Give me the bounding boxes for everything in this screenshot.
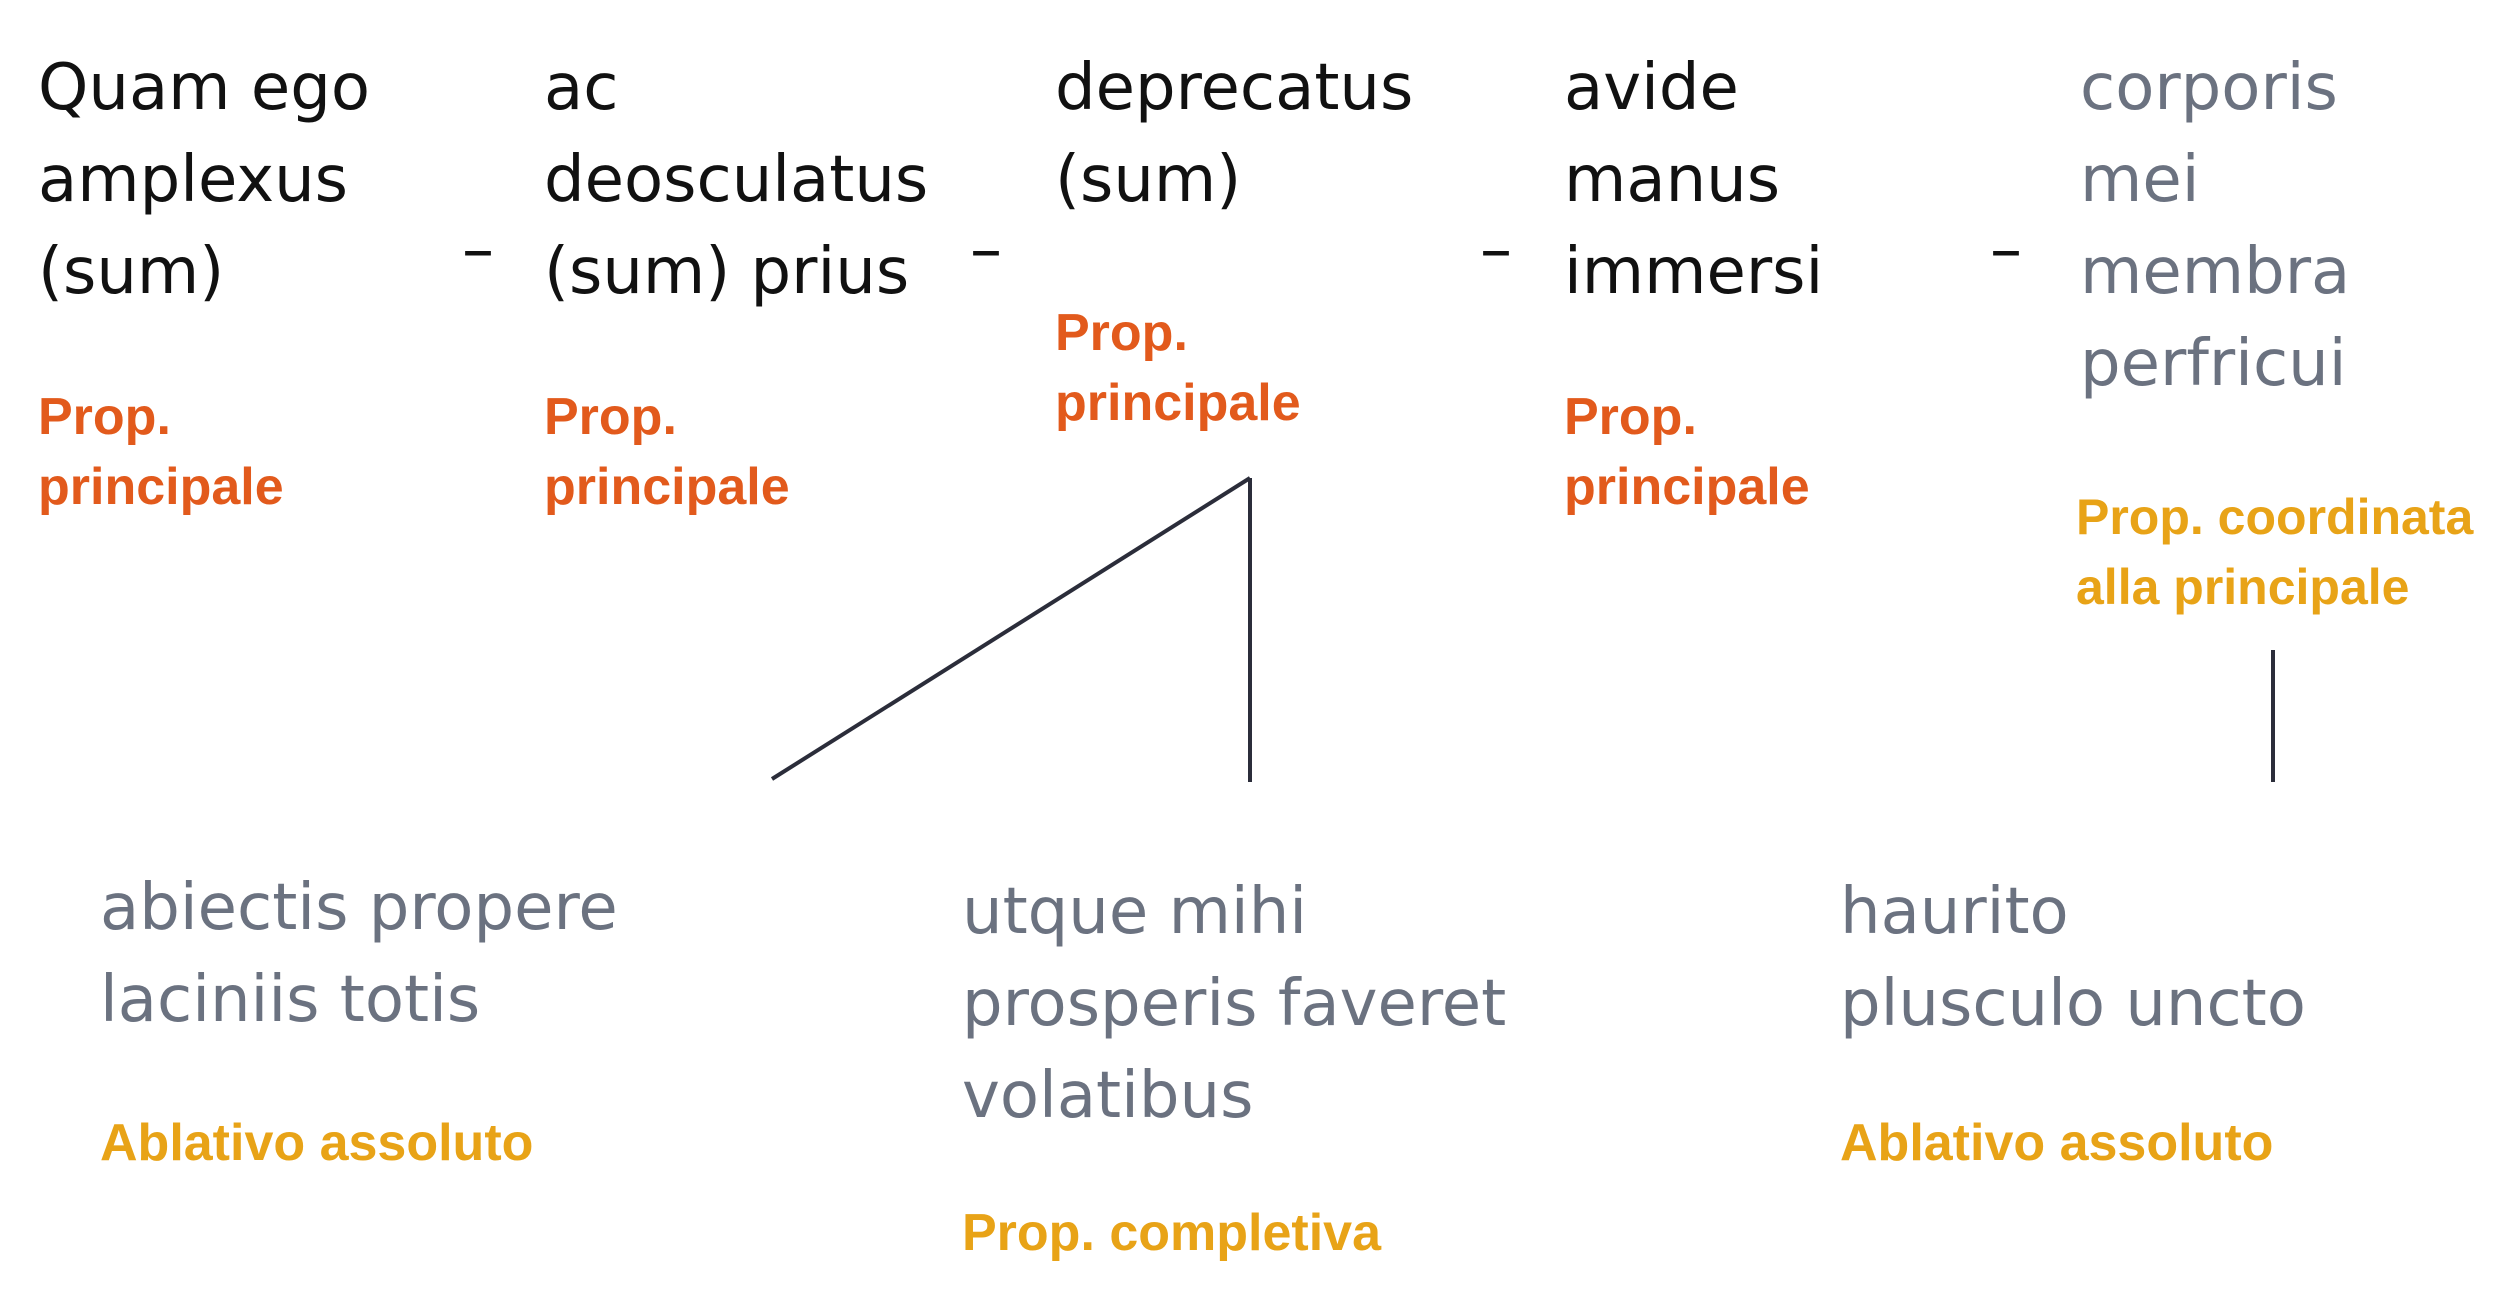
clause-quam-ego: Quam ego amplexus (sum) xyxy=(38,51,370,309)
clause-deprecatus: deprecatus (sum) xyxy=(1055,51,1414,217)
separator-dash-3: – xyxy=(1480,213,1512,287)
label-principale-4: Prop. principale xyxy=(1564,388,1810,516)
clause-utque-mihi: utque mihi prosperis faveret volatibus xyxy=(962,875,1507,1133)
label-ablativo-assoluto-1: Ablativo assoluto xyxy=(100,1114,534,1172)
label-coordinata: Prop. coordinata alla principale xyxy=(2076,489,2474,615)
label-principale-3: Prop. principale xyxy=(1055,304,1301,432)
clause-abiectis-propere: abiectis propere laciniis totis xyxy=(100,871,618,1037)
clause-ac-deosculatus: ac deosculatus (sum) prius xyxy=(544,51,929,309)
label-principale-2: Prop. principale xyxy=(544,388,790,516)
label-ablativo-assoluto-2: Ablativo assoluto xyxy=(1840,1114,2274,1172)
clause-avide-manus: avide manus immersi xyxy=(1564,51,1824,309)
label-principale-1: Prop. principale xyxy=(38,388,284,516)
separator-dash-1: – xyxy=(462,213,494,287)
separator-dash-4: – xyxy=(1990,213,2022,287)
label-completiva: Prop. completiva xyxy=(962,1204,1381,1262)
connector-diagonal xyxy=(770,476,1252,781)
separator-dash-2: – xyxy=(970,213,1002,287)
clause-haurito: haurito plusculo uncto xyxy=(1840,875,2306,1041)
clause-corporis-mei: corporis mei membra perfricui xyxy=(2080,51,2351,401)
